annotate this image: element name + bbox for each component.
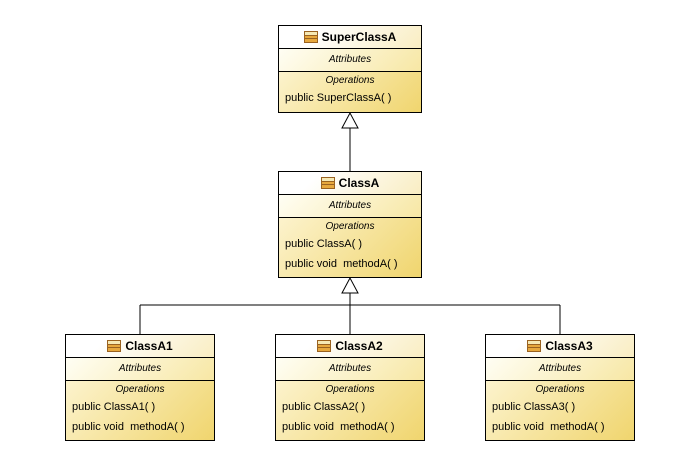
class-title-bar: ClassA2 bbox=[276, 335, 424, 358]
class-box-classa[interactable]: ClassA Attributes Operations public Clas… bbox=[278, 171, 422, 278]
generalization-arrowhead-icon[interactable] bbox=[341, 276, 359, 294]
class-icon bbox=[527, 340, 542, 352]
operations-compartment[interactable]: Operations public ClassA2( ) public void… bbox=[276, 381, 424, 440]
attributes-label: Attributes bbox=[328, 54, 372, 65]
generalization-children-to-classa[interactable] bbox=[139, 276, 561, 334]
class-box-superclassa[interactable]: SuperClassA Attributes Operations public… bbox=[278, 25, 422, 113]
class-title-bar: ClassA bbox=[279, 172, 421, 195]
operations-label: Operations bbox=[325, 384, 375, 395]
class-icon bbox=[303, 31, 318, 43]
class-box-classa3[interactable]: ClassA3 Attributes Operations public Cla… bbox=[485, 334, 635, 441]
attributes-label: Attributes bbox=[118, 363, 162, 374]
attributes-compartment[interactable]: Attributes bbox=[486, 358, 634, 381]
class-icon bbox=[317, 340, 332, 352]
operation-entry: public ClassA1( ) bbox=[72, 401, 156, 413]
attributes-label: Attributes bbox=[538, 363, 582, 374]
operation-entry: public ClassA( ) bbox=[285, 238, 363, 250]
class-name: ClassA bbox=[338, 176, 380, 190]
operations-label: Operations bbox=[535, 384, 585, 395]
class-name: ClassA3 bbox=[545, 339, 593, 353]
operations-compartment[interactable]: Operations public ClassA1( ) public void… bbox=[66, 381, 214, 440]
class-icon bbox=[107, 340, 122, 352]
operation-entry: public SuperClassA( ) bbox=[285, 92, 392, 104]
operation-entry: public ClassA3( ) bbox=[492, 401, 576, 413]
operations-compartment[interactable]: Operations public ClassA3( ) public void… bbox=[486, 381, 634, 440]
operations-compartment[interactable]: Operations public ClassA( ) public void … bbox=[279, 218, 421, 277]
attributes-label: Attributes bbox=[328, 200, 372, 211]
class-name: ClassA2 bbox=[335, 339, 383, 353]
operations-compartment[interactable]: Operations public SuperClassA( ) bbox=[279, 72, 421, 112]
operations-label: Operations bbox=[325, 75, 375, 86]
attributes-compartment[interactable]: Attributes bbox=[279, 49, 421, 72]
attributes-compartment[interactable]: Attributes bbox=[66, 358, 214, 381]
class-icon bbox=[320, 177, 335, 189]
attributes-label: Attributes bbox=[328, 363, 372, 374]
operations-label: Operations bbox=[115, 384, 165, 395]
operation-entry: public void methodA( ) bbox=[282, 421, 395, 433]
generalization-arrowhead-icon[interactable] bbox=[341, 111, 359, 129]
operation-entry: public void methodA( ) bbox=[285, 258, 398, 270]
class-box-classa1[interactable]: ClassA1 Attributes Operations public Cla… bbox=[65, 334, 215, 441]
operation-entry: public void methodA( ) bbox=[492, 421, 605, 433]
class-title-bar: ClassA1 bbox=[66, 335, 214, 358]
class-title-bar: ClassA3 bbox=[486, 335, 634, 358]
class-name: SuperClassA bbox=[321, 30, 397, 44]
generalization-classa-to-superclassa[interactable] bbox=[341, 111, 359, 171]
operation-entry: public ClassA2( ) bbox=[282, 401, 366, 413]
attributes-compartment[interactable]: Attributes bbox=[276, 358, 424, 381]
class-name: ClassA1 bbox=[125, 339, 173, 353]
class-title-bar: SuperClassA bbox=[279, 26, 421, 49]
operation-entry: public void methodA( ) bbox=[72, 421, 185, 433]
class-box-classa2[interactable]: ClassA2 Attributes Operations public Cla… bbox=[275, 334, 425, 441]
operations-label: Operations bbox=[325, 221, 375, 232]
attributes-compartment[interactable]: Attributes bbox=[279, 195, 421, 218]
